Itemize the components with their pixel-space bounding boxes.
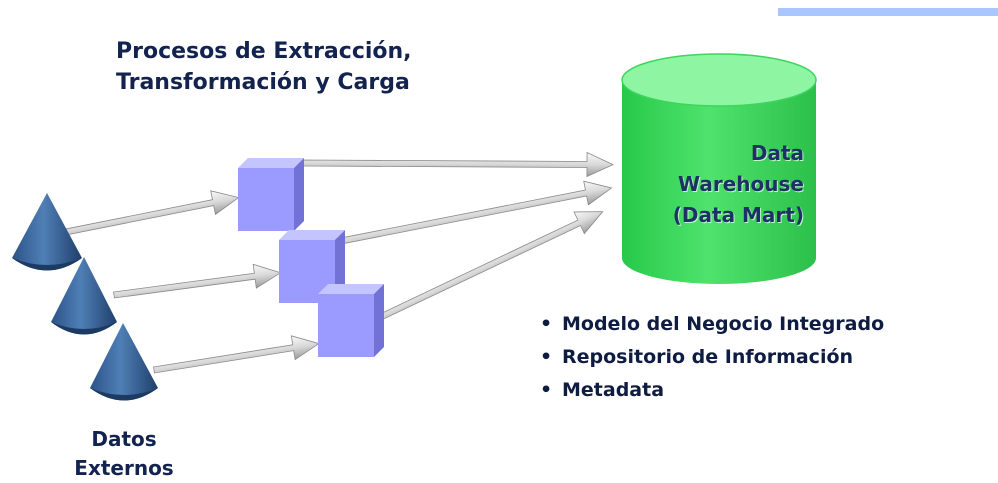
feature-label: Repositorio de Información — [562, 346, 854, 368]
warehouse-label-line2: Warehouse — [678, 172, 804, 196]
external-sources-label: Datos Externos — [64, 425, 184, 483]
feature-item: • Repositorio de Información — [540, 341, 884, 374]
feature-item: • Metadata — [540, 374, 884, 407]
arrow-etl2-to-warehouse — [324, 180, 613, 248]
arrow-etl1-to-warehouse — [302, 151, 614, 178]
etl-title-line1: Procesos de Extracción, — [116, 39, 412, 64]
bullet: • — [540, 346, 553, 368]
cube-icon — [238, 158, 304, 231]
etl-process-title: Procesos de Extracción, Transformación y… — [116, 36, 412, 98]
warehouse-label: Data Warehouse (Data Mart) — [632, 138, 804, 231]
bullet: • — [540, 313, 553, 335]
arrow-source2-to-etl2 — [113, 263, 282, 299]
warehouse-label-line1: Data — [750, 141, 804, 165]
accent-bar — [778, 8, 998, 16]
external-sources-line2: Externos — [74, 456, 174, 480]
arrow-source3-to-etl3 — [153, 335, 320, 374]
external-sources-line1: Datos — [91, 427, 157, 451]
cone-icon — [51, 257, 117, 335]
arrow-etl3-to-warehouse — [364, 211, 604, 328]
arrow-source1-to-etl1 — [64, 190, 240, 236]
cube-icon — [318, 284, 384, 357]
feature-label: Modelo del Negocio Integrado — [562, 313, 885, 335]
bullet: • — [540, 379, 553, 401]
cone-icon — [12, 193, 82, 271]
warehouse-label-line3: (Data Mart) — [672, 203, 804, 227]
warehouse-cylinder — [621, 53, 817, 284]
warehouse-feature-list: • Modelo del Negocio Integrado • Repositor… — [540, 308, 884, 407]
cone-icon — [90, 323, 158, 401]
feature-item: • Modelo del Negocio Integrado — [540, 308, 884, 341]
external-source-cones — [12, 193, 158, 401]
etl-title-line2: Transformación y Carga — [116, 70, 410, 95]
etl-cubes — [238, 158, 384, 357]
arrows — [64, 151, 614, 374]
feature-label: Metadata — [562, 379, 665, 401]
